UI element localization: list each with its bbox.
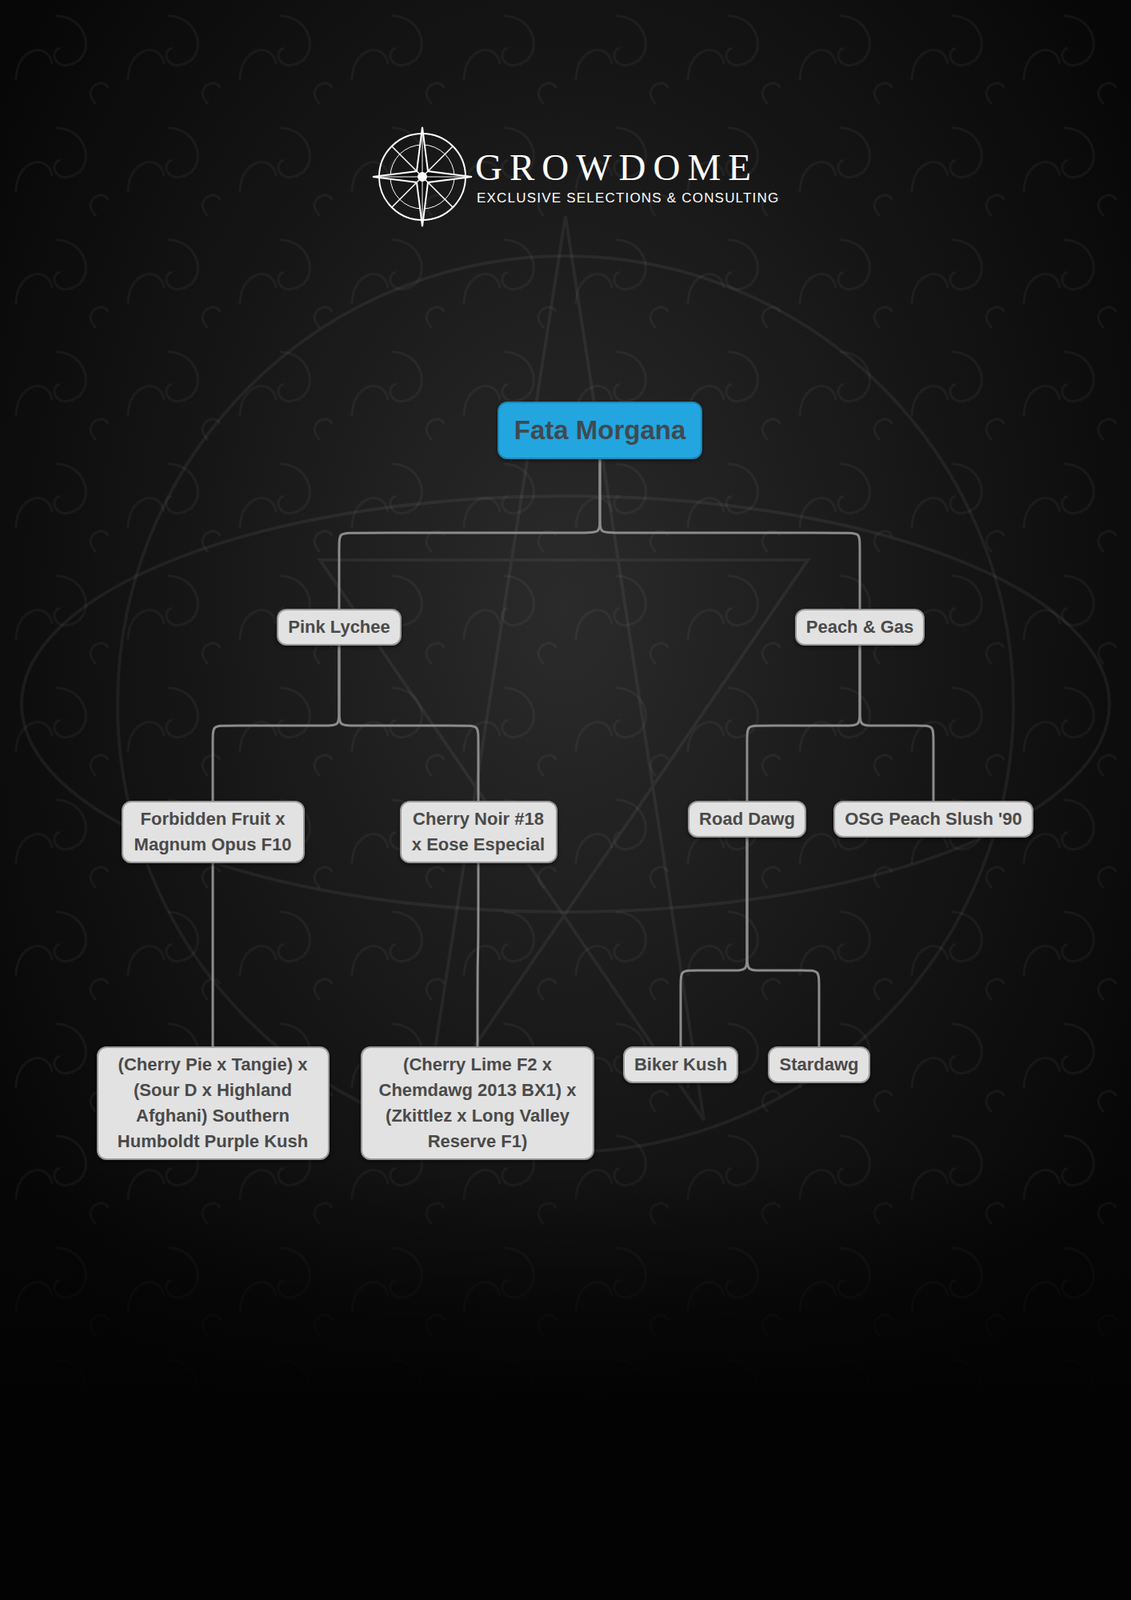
strain-box: Peach & Gas — [795, 608, 926, 646]
ground-bottom — [0, 1399, 1131, 1600]
lineage-connector — [859, 645, 934, 801]
strain-name: Stardawg — [779, 1051, 859, 1078]
brand-tagline: EXCLUSIVE SELECTIONS & CONSULTING — [476, 190, 780, 207]
strain-name: Biker Kush — [634, 1051, 728, 1078]
lineage-connector — [212, 645, 340, 801]
strain-name: (Cherry Lime F2 x Chemdawg 2013 BX1) x (… — [371, 1051, 584, 1155]
strain-box: Stardawg — [767, 1046, 870, 1084]
strain-box: Forbidden Fruit x Magnum Opus F10 — [121, 800, 305, 864]
strain-box: (Cherry Pie x Tangie) x (Sour D x Highla… — [96, 1046, 330, 1160]
strain-name: OSG Peach Slush '90 — [844, 806, 1023, 832]
strain-box: Pink Lychee — [276, 608, 402, 646]
strain-name: Pink Lychee — [287, 614, 391, 640]
emblem-watermark — [21, 215, 1110, 1152]
strain-box: OSG Peach Slush '90 — [833, 800, 1034, 838]
lineage-connector — [747, 645, 860, 801]
strain-box: Biker Kush — [623, 1046, 739, 1084]
strain-box: Cherry Noir #18 x Eose Especial — [399, 800, 558, 864]
lineage-connector — [211, 863, 215, 1047]
strain-name: Forbidden Fruit x Magnum Opus F10 — [132, 806, 294, 858]
strain-box: Road Dawg — [687, 800, 807, 838]
brand-name: GROWDOME — [475, 147, 759, 188]
fade — [0, 1159, 1131, 1400]
logo-compass — [372, 127, 472, 227]
strain-name: (Cherry Pie x Tangie) x (Sour D x Highla… — [107, 1051, 319, 1155]
root-box: Fata Morgana — [497, 401, 703, 460]
strain-name: Road Dawg — [699, 806, 796, 832]
strain-box: (Cherry Lime F2 x Chemdawg 2013 BX1) x (… — [360, 1046, 595, 1160]
lineage-connector — [477, 863, 479, 1047]
lineage-connector — [339, 645, 479, 801]
lineage-connector — [339, 459, 600, 609]
strain-name: Peach & Gas — [806, 614, 915, 640]
lineage-connector — [599, 459, 860, 609]
lineage-connector — [747, 837, 820, 1047]
ornament — [0, 0, 1131, 1400]
strain-name: Fata Morgana — [514, 414, 687, 447]
lineage-connector — [680, 837, 748, 1047]
strain-name: Cherry Noir #18 x Eose Especial — [411, 806, 547, 858]
